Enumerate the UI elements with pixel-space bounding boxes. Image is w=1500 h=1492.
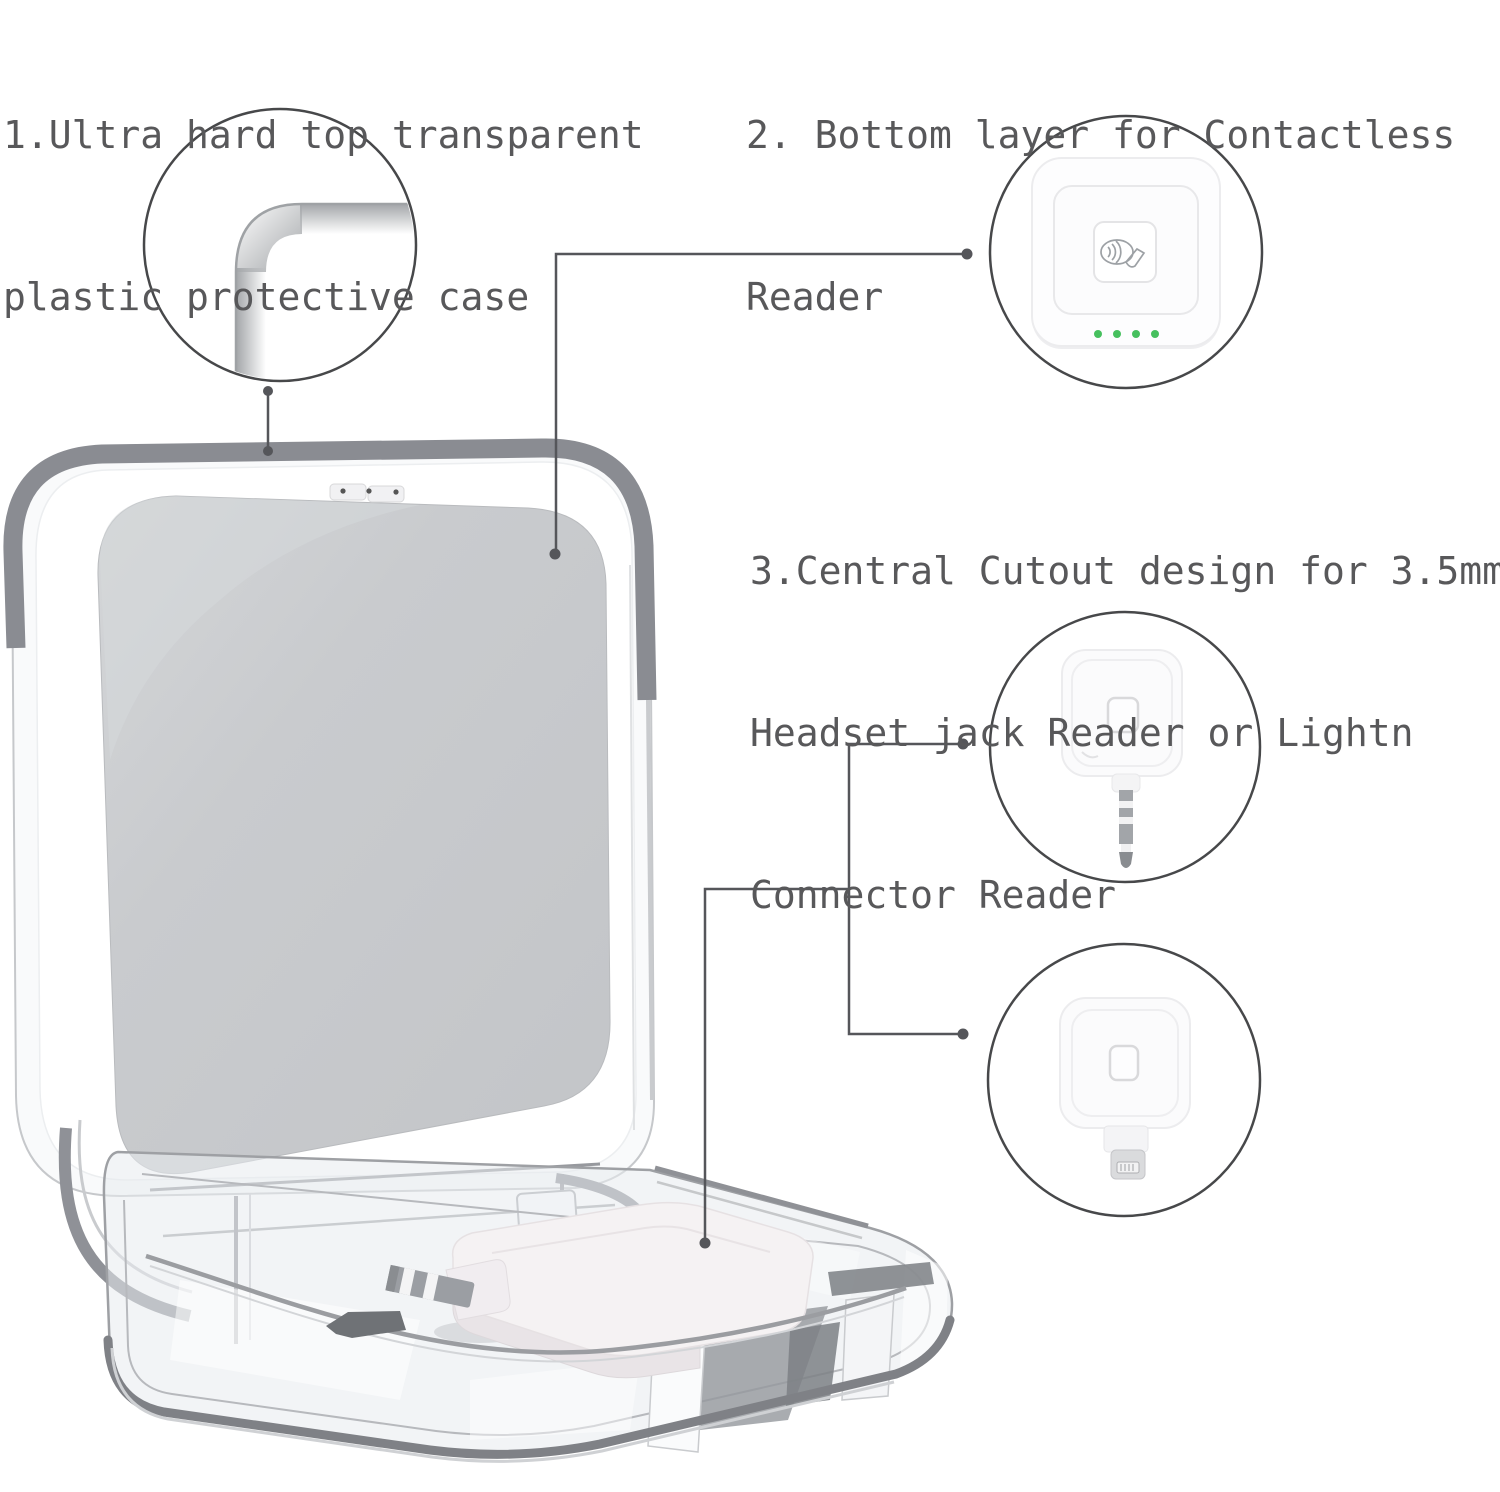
jack-reader-art: [1061, 649, 1183, 868]
annotation-line: plastic protective case: [3, 275, 530, 319]
annotation-line: 1.Ultra hard top transparent: [3, 113, 644, 157]
lid-top-dark-rim: [3, 438, 657, 701]
annotation-label-3: 3.Central Cutout design for 3.5mm Headse…: [750, 436, 1500, 976]
lightning-connector: [1103, 1125, 1149, 1180]
tray-back-rim: [654, 1165, 869, 1229]
leader-bracket-arm: [703, 887, 849, 1241]
callout-2-contactless-reader: [549, 114, 1264, 560]
reader-scribe-line: [491, 1225, 771, 1254]
case-tray: [102, 1150, 955, 1463]
leader-line-2: [554, 252, 967, 552]
lid-right-edge: [646, 699, 654, 1101]
leader-dot: [263, 446, 273, 456]
leader-dot: [699, 1237, 711, 1249]
tray-front-rim-echo: [110, 1347, 895, 1463]
lightning-reader-art: [1059, 997, 1191, 1180]
leader-dot: [549, 548, 561, 560]
annotation-line: 2. Bottom layer for Contactless: [746, 113, 1456, 157]
card-chip-outline-icon: [1108, 1044, 1140, 1082]
magnifier-circle-corner: [142, 107, 418, 383]
corner-detail-art: [234, 202, 414, 379]
annotation-line: Headset jack Reader or Lightn: [750, 711, 1414, 755]
callout-1-corner-detail: [142, 107, 418, 456]
leader-dot: [957, 738, 969, 750]
jack-dark-tip: [326, 1311, 406, 1338]
contactless-reader-art: [1031, 157, 1221, 349]
tray-reader-jack: [385, 1259, 511, 1321]
status-led-dots: [1094, 330, 1159, 338]
headset-jack-plug: [1111, 773, 1141, 868]
annotation-line: Connector Reader: [750, 873, 1117, 917]
tray-reader-top: [451, 1201, 814, 1357]
lid-clasp-tabs: [329, 483, 405, 503]
contactless-payment-icon: [1100, 239, 1146, 268]
annotation-label-1: 1.Ultra hard top transparent plastic pro…: [3, 0, 644, 378]
tray-inner-wall-echo: [149, 1265, 905, 1363]
tray-inner-wall-edge: [145, 1253, 907, 1355]
leader-dot: [957, 1028, 969, 1040]
lid-right-edge-inner: [629, 564, 635, 1131]
card-chip-outline-icon: [1106, 696, 1140, 734]
panel-sheen: [100, 496, 420, 760]
annotation-label-2: 2. Bottom layer for Contactless Reader: [746, 0, 1455, 378]
tray-back-rim-echo: [656, 1180, 863, 1240]
annotation-line: Reader: [746, 275, 884, 319]
leader-dot: [263, 386, 273, 396]
annotation-line: 3.Central Cutout design for 3.5mm: [750, 549, 1500, 593]
leader-dot: [961, 248, 973, 260]
callout-3-cutout-readers: [699, 610, 1262, 1249]
